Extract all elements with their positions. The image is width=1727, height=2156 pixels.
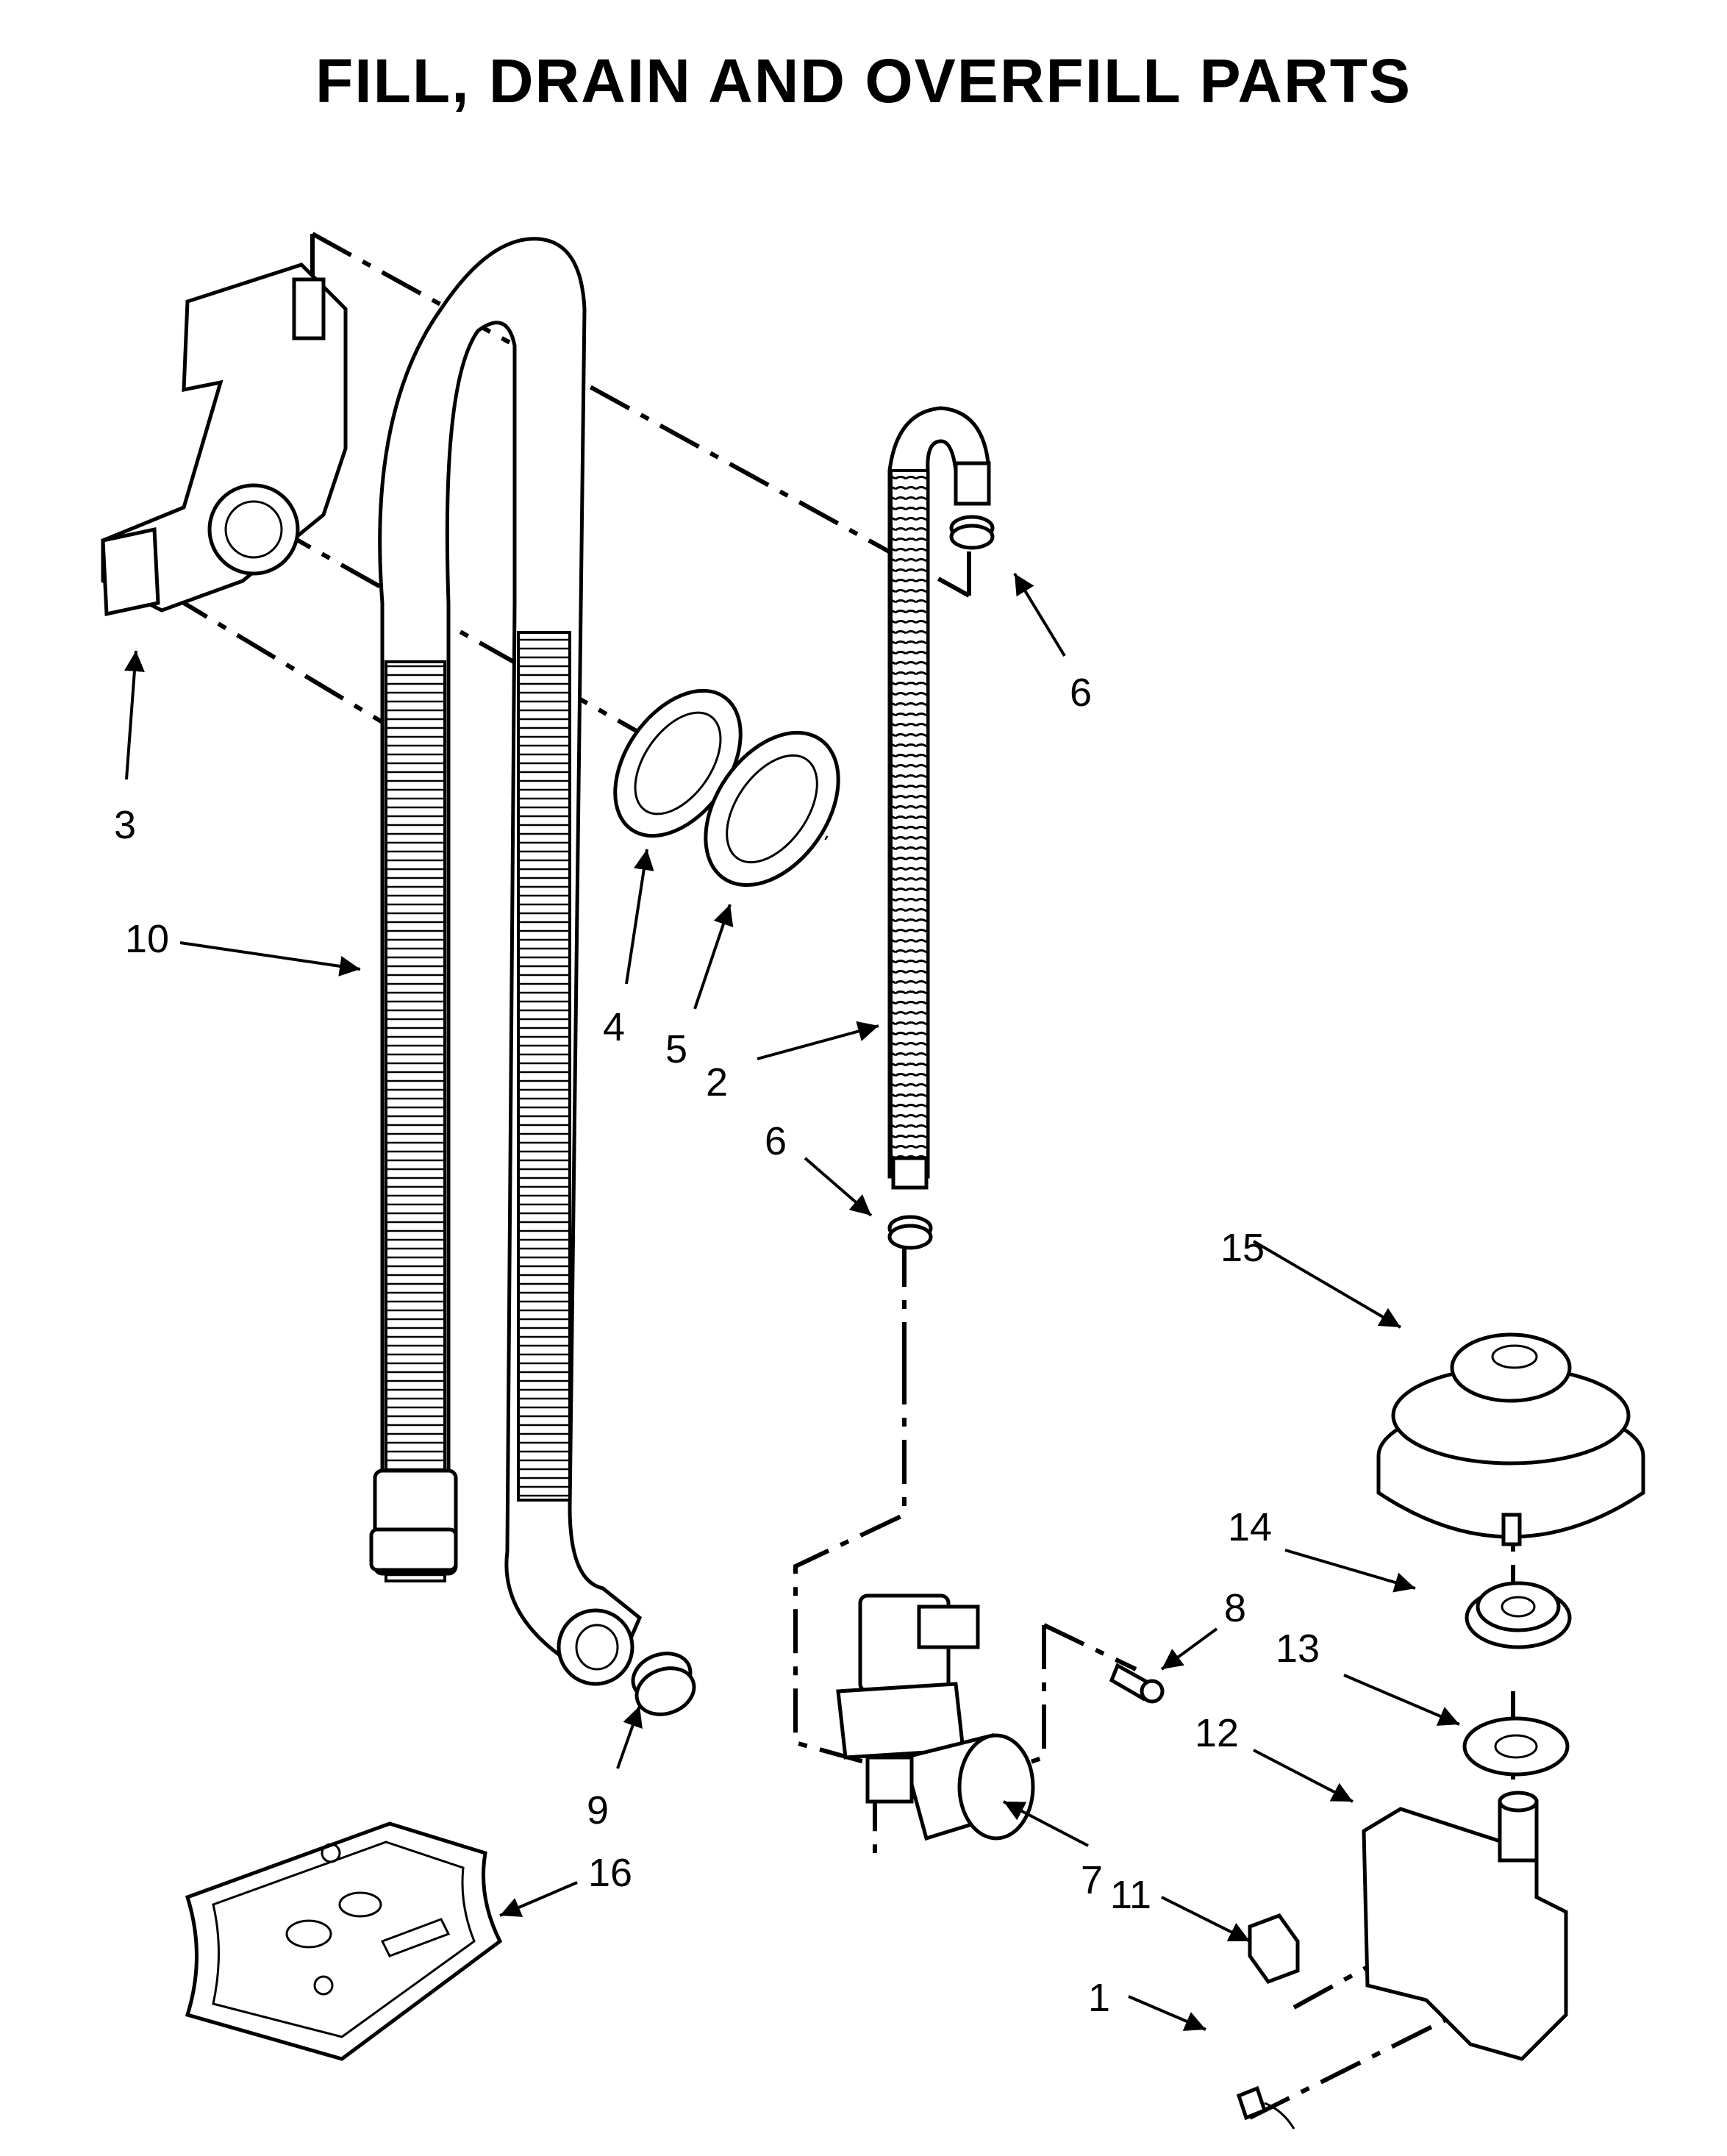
part-5-nut bbox=[704, 730, 840, 888]
part-3-drain-housing bbox=[101, 263, 348, 617]
page-title: FILL, DRAIN AND OVERFILL PARTS bbox=[315, 46, 1412, 115]
callout-13: 13 bbox=[1276, 1627, 1320, 1671]
part-4-gasket bbox=[613, 688, 743, 838]
part-15-float bbox=[1376, 1332, 1645, 1546]
part-8-screw bbox=[1109, 1663, 1165, 1704]
part-6-hose-clamp-lower bbox=[887, 1215, 933, 1250]
callout-15: 15 bbox=[1220, 1226, 1265, 1270]
callout-9: 9 bbox=[587, 1788, 609, 1832]
callout-5: 5 bbox=[665, 1027, 687, 1071]
callout-6-lower: 6 bbox=[765, 1119, 787, 1163]
part-7-water-valve bbox=[836, 1593, 1035, 1841]
callout-4: 4 bbox=[603, 1005, 625, 1049]
part-16-parts-bag bbox=[185, 1821, 503, 2061]
part-12-switch-bracket bbox=[1362, 1791, 1568, 2061]
part-2-fill-hose bbox=[887, 406, 991, 1190]
callout-12: 12 bbox=[1195, 1711, 1239, 1755]
callout-7: 7 bbox=[1081, 1858, 1103, 1902]
callout-labels: 1 2 3 4 5 6 6 7 8 9 10 11 12 13 14 15 16 bbox=[114, 671, 1320, 2020]
part-1-wire-harness bbox=[1236, 2085, 1295, 2130]
callout-10: 10 bbox=[125, 917, 169, 961]
part-6-hose-clamp-upper bbox=[949, 515, 995, 550]
callout-11: 11 bbox=[1110, 1873, 1151, 1917]
part-10-drain-hose bbox=[369, 237, 643, 1686]
callout-6-upper: 6 bbox=[1070, 671, 1092, 715]
part-9-spring-clamp bbox=[631, 1652, 696, 1716]
part-14-float-nut bbox=[1465, 1581, 1572, 1649]
callout-3: 3 bbox=[114, 803, 136, 847]
callout-1: 1 bbox=[1088, 1976, 1110, 2020]
leader-arrows bbox=[124, 572, 1460, 2031]
part-13-float-washer bbox=[1462, 1716, 1570, 1777]
callout-2: 2 bbox=[706, 1060, 728, 1104]
callout-8: 8 bbox=[1224, 1586, 1246, 1630]
part-11-micro-switch bbox=[1248, 1913, 1300, 1985]
callout-16: 16 bbox=[588, 1851, 632, 1895]
callout-14: 14 bbox=[1228, 1505, 1272, 1549]
